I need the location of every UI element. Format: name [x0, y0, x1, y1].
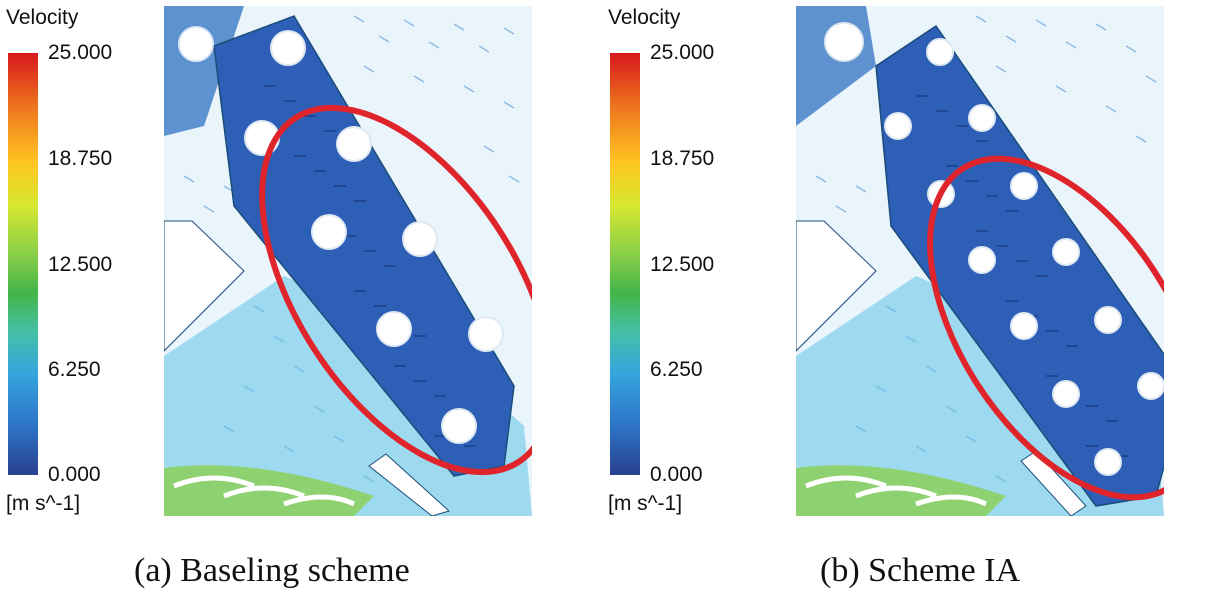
heat-pipe-holes [824, 22, 1164, 476]
panel-baseline: Velocity 25.000 18.750 12.500 6.250 0.00… [0, 0, 600, 602]
colorbar-tick-max: 25.000 [48, 41, 113, 64]
velocity-field-plot-a [164, 6, 532, 516]
fan-blades [164, 465, 374, 516]
colorbar-units: [m s^-1] [6, 492, 81, 515]
velocity-colorbar [8, 53, 38, 475]
colorbar-tick: 6.250 [48, 358, 101, 381]
velocity-field-plot-b [796, 6, 1164, 516]
colorbar-tick-min: 0.000 [650, 463, 703, 486]
colorbar-tick: 18.750 [650, 147, 715, 170]
legend-title: Velocity [6, 6, 79, 29]
fan-blades [796, 465, 1006, 516]
colorbar-tick-max: 25.000 [650, 41, 715, 64]
legend-title: Velocity [608, 6, 681, 29]
colorbar-tick-min: 0.000 [48, 463, 101, 486]
panel-caption: (a) Baseling scheme [134, 552, 410, 589]
highlight-ellipse [927, 155, 1164, 501]
velocity-colorbar [610, 53, 640, 475]
colorbar-tick: 18.750 [48, 147, 113, 170]
panel-scheme-ia: Velocity 25.000 18.750 12.500 6.250 0.00… [602, 0, 1202, 602]
highlight-ellipse [259, 104, 532, 476]
panel-caption: (b) Scheme IA [820, 552, 1021, 589]
colorbar-units: [m s^-1] [608, 492, 683, 515]
colorbar-tick: 12.500 [650, 253, 715, 276]
colorbar-tick: 6.250 [650, 358, 703, 381]
colorbar-tick: 12.500 [48, 253, 113, 276]
